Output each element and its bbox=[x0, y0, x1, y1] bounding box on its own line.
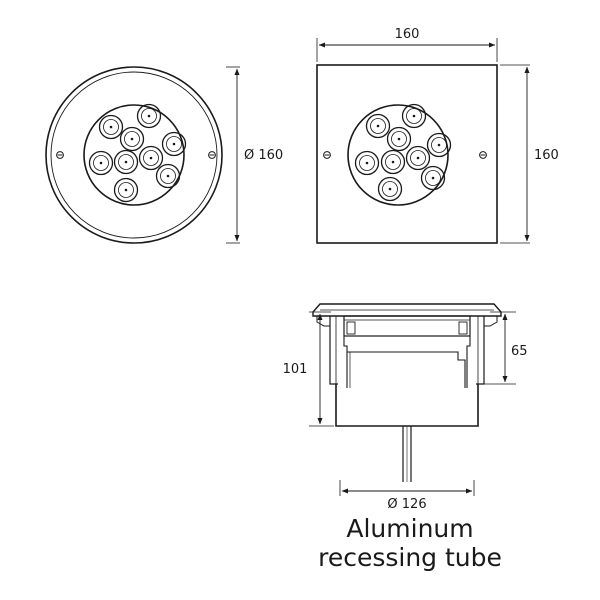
square-lens-circle bbox=[347, 104, 449, 206]
upper-height-label: 65 bbox=[511, 344, 528, 359]
led-icon bbox=[113, 149, 139, 175]
led-icon bbox=[119, 126, 145, 152]
height-label: 160 bbox=[534, 148, 559, 163]
round-lens-circle bbox=[83, 104, 185, 206]
width-label: 160 bbox=[395, 27, 420, 42]
led-icon bbox=[365, 113, 391, 139]
led-icon bbox=[377, 176, 403, 202]
screw-icon bbox=[323, 151, 331, 159]
led-icon bbox=[138, 145, 164, 171]
led-icon bbox=[354, 150, 380, 176]
square-frame bbox=[316, 64, 498, 244]
led-icon bbox=[113, 177, 139, 203]
screw-icon bbox=[208, 151, 216, 159]
round-inner-ring bbox=[50, 71, 218, 239]
recessing-tube-section: 101 65 Ø 126 bbox=[283, 303, 528, 512]
screw-icon bbox=[479, 151, 487, 159]
led-icon bbox=[386, 126, 412, 152]
led-icon bbox=[98, 114, 124, 140]
led-icon bbox=[155, 163, 181, 189]
caption-line-2: recessing tube bbox=[318, 543, 502, 572]
tube-diameter-label: Ø 126 bbox=[387, 497, 426, 512]
led-icon bbox=[405, 145, 431, 171]
diameter-label: Ø 160 bbox=[244, 148, 283, 163]
led-icon bbox=[420, 165, 446, 191]
led-icon bbox=[88, 150, 114, 176]
led-cluster bbox=[88, 103, 187, 203]
glass-cover bbox=[343, 315, 471, 337]
led-icon bbox=[380, 149, 406, 175]
square-luminaire-view: 160 160 bbox=[316, 27, 559, 244]
caption-line-1: Aluminum bbox=[346, 514, 473, 543]
screw-icon bbox=[56, 151, 64, 159]
led-module bbox=[347, 351, 466, 388]
total-height-label: 101 bbox=[283, 362, 308, 377]
round-outer-ring bbox=[45, 66, 223, 244]
recessing-tube-body bbox=[335, 384, 479, 427]
round-luminaire-view: Ø 160 bbox=[45, 66, 283, 244]
